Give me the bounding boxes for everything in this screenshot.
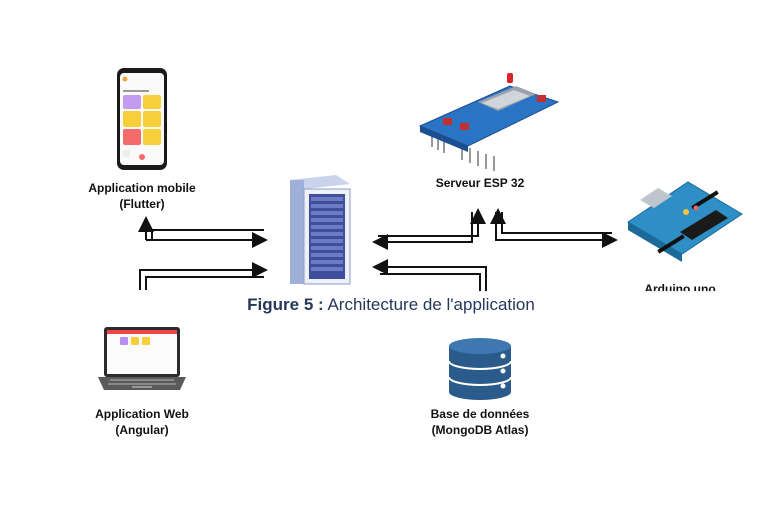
server-icon [290, 175, 351, 285]
arrow-web-server-b [145, 276, 264, 290]
arrow-db-to-server [372, 259, 487, 292]
mobile-app-label: Application mobile (Flutter) [62, 180, 222, 212]
arrow-server-to-esp [378, 208, 486, 237]
web-app-title: Application Web [95, 407, 189, 421]
connection-arrows [138, 208, 618, 292]
web-app-tech: (Angular) [115, 423, 169, 437]
mobile-phone-icon [117, 68, 167, 170]
arrow-esp-to-arduino [495, 212, 618, 248]
mobile-app-tech: (Flutter) [119, 197, 165, 211]
database-label: Base de données (MongoDB Atlas) [400, 406, 560, 438]
arduino-board-icon [627, 181, 743, 262]
database-title: Base de données [430, 407, 530, 421]
figure-caption: Figure 5 : Architecture de l'application [0, 291, 782, 319]
arrow-esp-server-b [378, 212, 473, 243]
figure-number: Figure 5 : [247, 295, 324, 314]
arrow-server-db-b [380, 273, 481, 292]
database-tech: (MongoDB Atlas) [431, 423, 529, 437]
database-icon [448, 338, 512, 400]
arrow-mobile-server-a [151, 229, 264, 240]
esp32-label: Serveur ESP 32 [405, 175, 555, 191]
arrow-web-to-server [139, 262, 268, 290]
esp32-board-icon [418, 73, 560, 171]
esp32-title: Serveur ESP 32 [435, 176, 525, 190]
arrow-arduino-esp-b [501, 212, 612, 234]
web-app-label: Application Web (Angular) [62, 406, 222, 438]
mobile-app-title: Application mobile [88, 181, 196, 195]
laptop-icon [98, 327, 186, 390]
figure-title: Architecture de l'application [323, 295, 535, 314]
